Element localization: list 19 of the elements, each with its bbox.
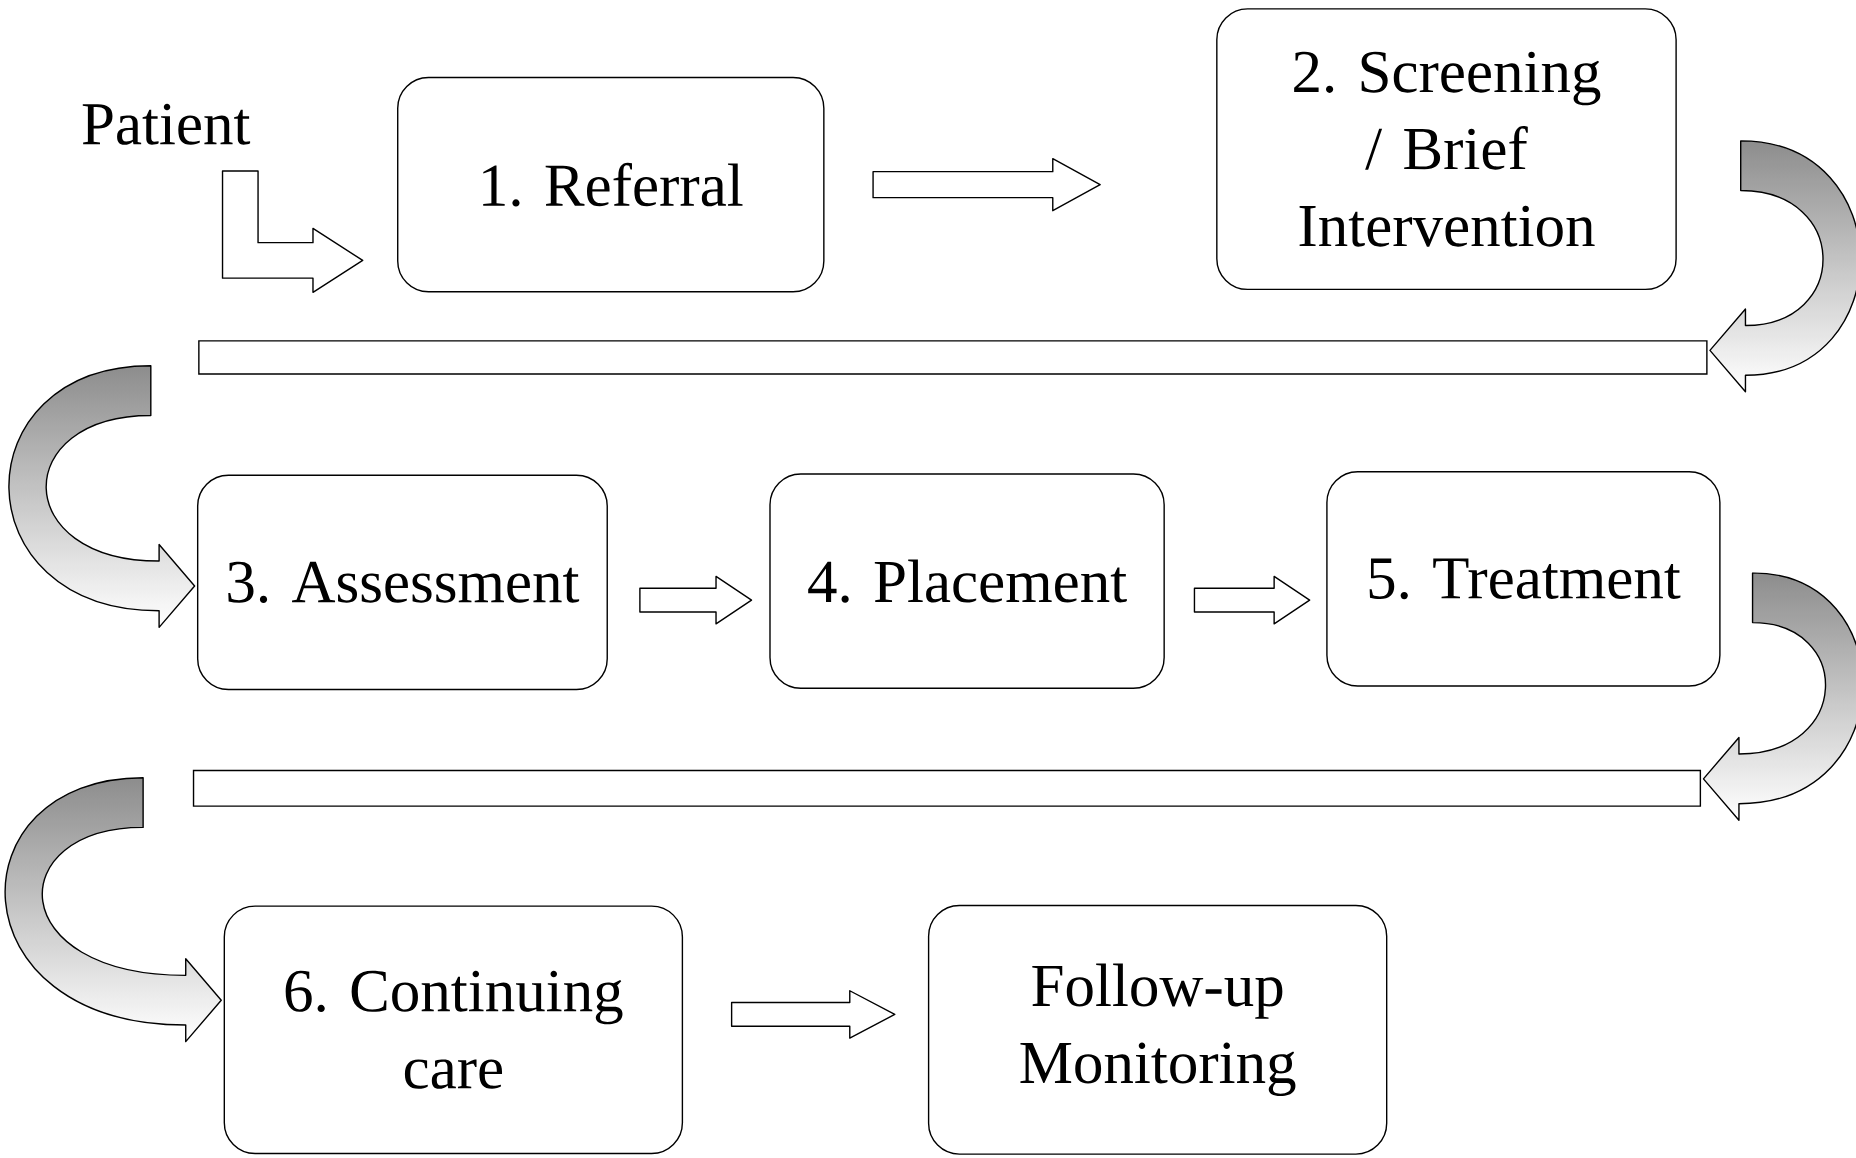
process-box: 3. Assessment bbox=[197, 474, 608, 691]
block-arrow bbox=[1193, 575, 1311, 625]
bar bbox=[198, 340, 1708, 375]
bent-arrow bbox=[221, 170, 364, 294]
process-box: Follow-up Monitoring bbox=[927, 905, 1388, 1155]
curved-arrow bbox=[4, 777, 222, 1043]
bar bbox=[192, 770, 1702, 807]
block-arrow bbox=[730, 990, 896, 1039]
process-box: 1. Referral bbox=[397, 77, 825, 293]
curved-arrow bbox=[1709, 140, 1856, 393]
process-box: 6. Continuing care bbox=[223, 905, 684, 1155]
process-box: 5. Treatment bbox=[1326, 471, 1721, 687]
process-box: 2. Screening / Brief Intervention bbox=[1216, 8, 1677, 291]
block-arrow bbox=[872, 158, 1101, 212]
process-box: 4. Placement bbox=[769, 473, 1165, 690]
block-arrow bbox=[639, 575, 753, 625]
curved-arrow bbox=[8, 365, 196, 629]
text-label: Patient bbox=[82, 104, 251, 145]
curved-arrow bbox=[1702, 572, 1856, 822]
